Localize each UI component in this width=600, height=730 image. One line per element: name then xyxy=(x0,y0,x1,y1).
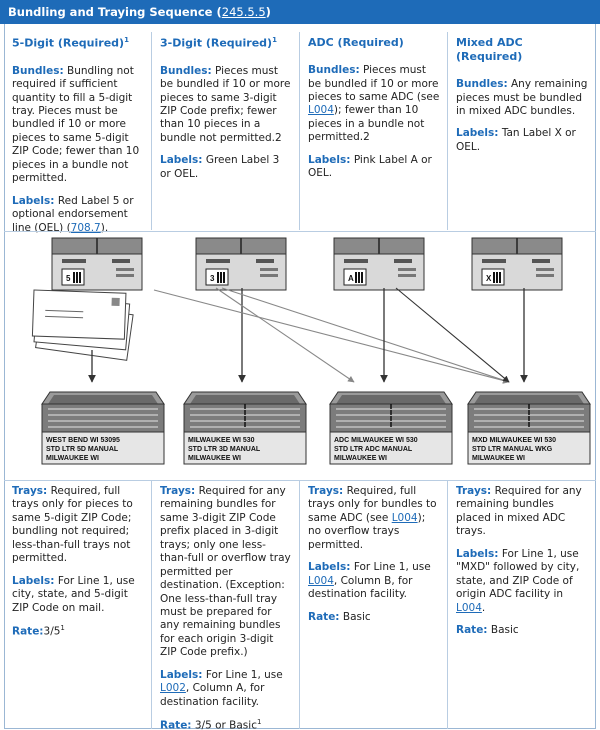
bundles-info: Bundles: Pieces must be bundled if 10 or… xyxy=(308,64,440,144)
trays-info: Trays: Required, full trays only for bun… xyxy=(308,485,437,551)
trays-row: Trays: Required, full trays only for pie… xyxy=(4,481,596,730)
column-3-digit: 3-Digit (Required)1 Bundles: Pieces must… xyxy=(152,32,300,230)
tray-label-line3: MILWAUKEE WI xyxy=(472,455,525,462)
tray-label-line3: MILWAUKEE WI xyxy=(334,455,387,462)
column-adc: ADC (Required) Bundles: Pieces must be b… xyxy=(300,32,448,230)
bundling-diagram: 5 3 A X xyxy=(31,237,591,465)
bundles-info: Bundles: Bundling not required if suffic… xyxy=(12,64,140,185)
labels-info: Labels: Red Label 5 or optional endorsem… xyxy=(12,194,134,234)
labels-info: Labels: For Line 1, use city, state, and… xyxy=(12,574,135,614)
labels-info: Labels: Green Label 3 or OEL. xyxy=(160,154,280,180)
tray-info-adc: Trays: Required, full trays only for bun… xyxy=(300,481,448,729)
tray-info-3-digit: Trays: Required for any remaining bundle… xyxy=(152,481,300,730)
bundles-info: Bundles: Any remaining pieces must be bu… xyxy=(456,78,588,118)
labels-info: Labels: Tan Label X or OEL. xyxy=(456,127,576,153)
routing-arrows xyxy=(88,287,528,384)
bundle-box-icon: X xyxy=(471,237,563,291)
ref-link-l004[interactable]: L004 xyxy=(456,601,482,614)
tray-label-line1: WEST BEND WI 53095 xyxy=(46,437,120,444)
labels-info: Labels: For Line 1, use L002, Column A, … xyxy=(160,668,283,708)
tray-label-line3: MILWAUKEE WI xyxy=(188,455,241,462)
tray-label-line1: MILWAUKEE WI 530 xyxy=(188,437,255,444)
trays-info: Trays: Required, full trays only for pie… xyxy=(12,485,133,565)
rate-info: Rate: Basic xyxy=(308,610,371,623)
header-ref-link[interactable]: 245.5.5 xyxy=(221,5,266,19)
tray-label-line1: MXD MILWAUKEE WI 530 xyxy=(472,437,556,444)
table-frame xyxy=(4,24,596,729)
bundle-code-label: 3 xyxy=(210,274,215,283)
rate-info: Rate: Basic xyxy=(456,623,519,636)
bundles-info: Bundles: Pieces must be bundled if 10 or… xyxy=(160,64,291,144)
divider xyxy=(4,480,596,481)
header-title: Bundling and Traying Sequence xyxy=(8,5,213,19)
trays-info: Trays: Required for any remaining bundle… xyxy=(160,485,291,659)
bundle-box-icon: A xyxy=(333,237,425,291)
bundle-code-label: 5 xyxy=(66,274,71,283)
column-title: 3-Digit (Required)1 xyxy=(160,36,277,50)
bundle-box-icon: 5 xyxy=(51,237,143,291)
labels-info: Labels: For Line 1, use "MXD" followed b… xyxy=(456,547,580,614)
divider xyxy=(4,231,596,232)
bundle-code-label: X xyxy=(486,274,492,283)
column-5-digit: 5-Digit (Required)1 Bundles: Bundling no… xyxy=(4,32,152,234)
tray-info-5-digit: Trays: Required, full trays only for pie… xyxy=(4,481,152,729)
bundle-code-label: A xyxy=(348,274,354,283)
column-title: ADC (Required) xyxy=(308,36,404,49)
tray-info-mixed-adc: Trays: Required for any remaining bundle… xyxy=(448,481,596,729)
tray-label-line2: STD LTR ADC MANUAL xyxy=(334,446,413,453)
bundle-box-icon: 3 xyxy=(195,237,287,291)
ref-link-708-7[interactable]: 708.7 xyxy=(70,221,101,234)
ref-link-l002[interactable]: L002 xyxy=(160,682,186,695)
trays-info: Trays: Required for any remaining bundle… xyxy=(456,485,582,538)
ref-link-l004[interactable]: L004 xyxy=(391,511,418,524)
tray-label-line2: STD LTR 5D MANUAL xyxy=(46,446,119,453)
section-header: Bundling and Traying Sequence (245.5.5) xyxy=(0,0,600,24)
tray-label-line3: MILWAUKEE WI xyxy=(46,455,99,462)
tray-label-line1: ADC MILWAUKEE WI 530 xyxy=(334,437,418,444)
bundles-row: 5-Digit (Required)1 Bundles: Bundling no… xyxy=(4,32,596,234)
rate-info: Rate: 3/5 or Basic1 xyxy=(160,718,262,730)
rate-info: Rate:3/51 xyxy=(12,623,65,638)
labels-info: Labels: Pink Label A or OEL. xyxy=(308,153,432,180)
column-mixed-adc: Mixed ADC (Required) Bundles: Any remain… xyxy=(448,32,596,230)
tray-label-line2: STD LTR 3D MANUAL xyxy=(188,446,261,453)
column-title: Mixed ADC (Required) xyxy=(456,36,523,64)
ref-link-l004[interactable]: L004 xyxy=(308,574,334,587)
tray-label-line2: STD LTR MANUAL WKG xyxy=(472,446,553,453)
loose-letters-icon xyxy=(31,289,134,361)
labels-info: Labels: For Line 1, use L004, Column B, … xyxy=(308,561,431,601)
ref-link-l004[interactable]: L004 xyxy=(308,104,334,117)
column-title: 5-Digit (Required)1 xyxy=(12,36,129,50)
